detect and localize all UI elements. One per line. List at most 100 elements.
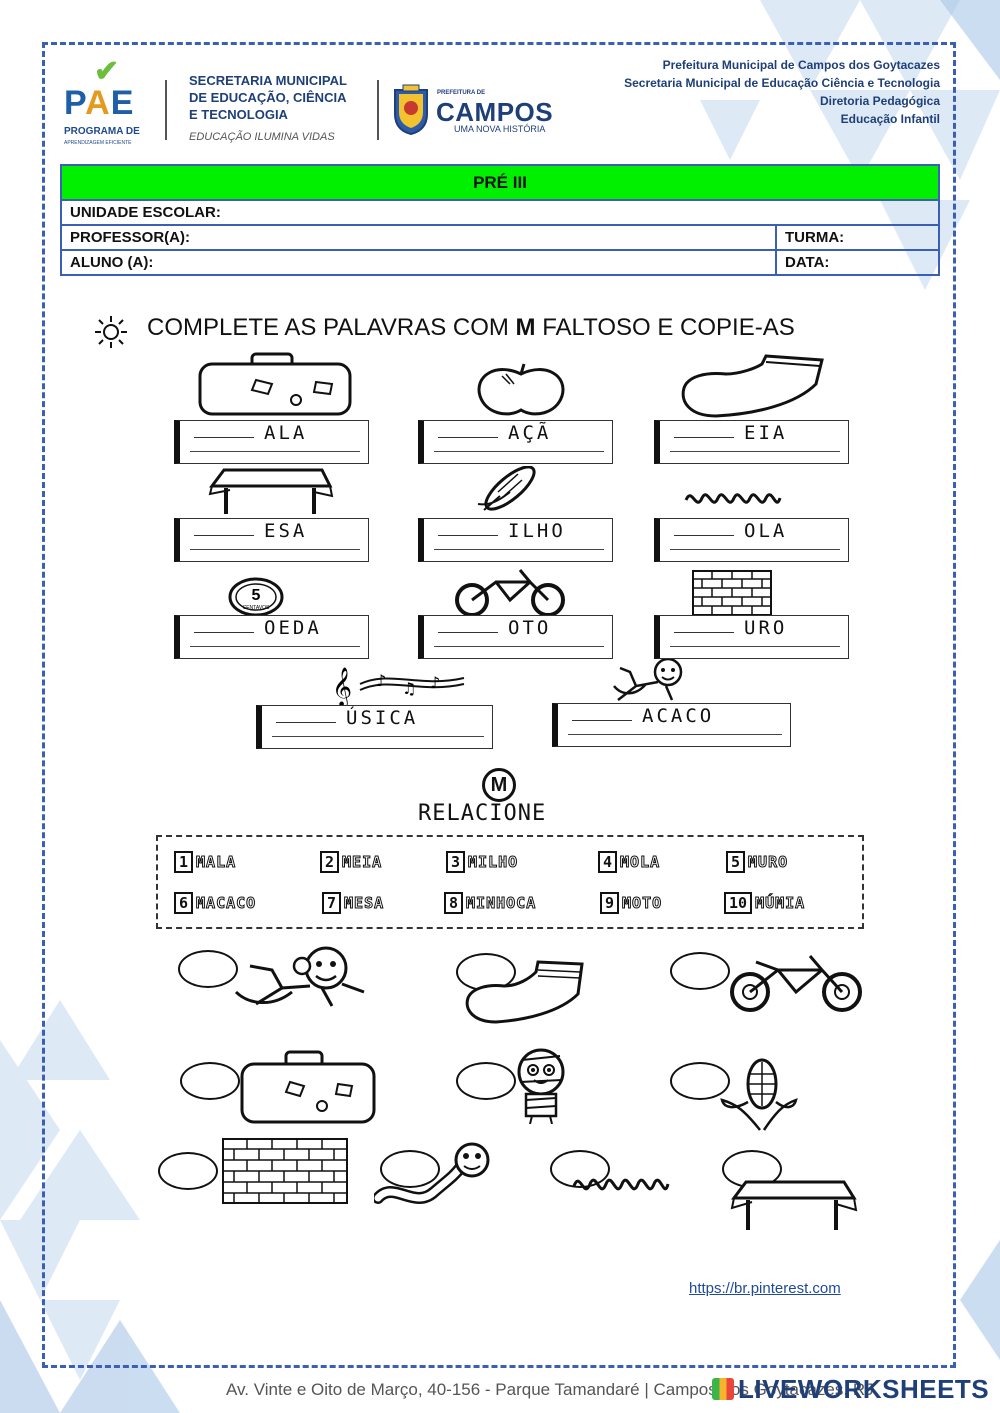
word-box[interactable]: ALA — [174, 420, 369, 464]
apple-icon — [477, 363, 565, 416]
divider — [165, 80, 167, 140]
crest-icon — [394, 84, 428, 136]
watermark-text: LIVEWORKSHEETS — [738, 1374, 990, 1404]
word-suffix: OEDA — [264, 617, 322, 639]
institution-block: Prefeitura Municipal de Campos dos Goyta… — [624, 56, 940, 128]
aluno-field[interactable]: ALUNO (A): — [60, 249, 777, 276]
monkey-icon — [234, 946, 365, 1007]
pae-subtitle: PROGRAMA DE — [64, 126, 140, 137]
word-box[interactable]: ILHO — [418, 518, 613, 562]
word-suffix: URO — [744, 617, 788, 639]
suitcase-icon — [198, 352, 352, 416]
word-suffix: ALA — [264, 422, 308, 444]
answer-oval[interactable] — [670, 1062, 730, 1100]
pae-tagline: APRENDIZAGEM EFICIENTE — [64, 140, 132, 146]
instruction-text: COMPLETE AS PALAVRAS COM M FALTOSO E COP… — [147, 314, 795, 341]
word-box[interactable]: ACACO — [552, 703, 791, 747]
coin-icon: 5 CENTAVOS — [228, 577, 284, 617]
grade-title: PRÉ III — [60, 164, 940, 201]
secretaria-line: DE EDUCAÇÃO, CIÊNCIA — [189, 90, 347, 105]
institution-line: Educação Infantil — [840, 112, 940, 126]
liveworksheets-watermark: LIVEWORKSHEETS — [712, 1374, 989, 1405]
svg-text:𝄞: 𝄞 — [332, 667, 352, 706]
answer-oval[interactable] — [670, 952, 730, 990]
monkey-icon — [613, 657, 683, 701]
turma-field[interactable]: TURMA: — [775, 224, 940, 251]
svg-text:♫: ♫ — [402, 679, 416, 698]
word-suffix: AÇÃ — [508, 422, 552, 444]
campos-logo-text: CAMPOS — [436, 97, 554, 127]
mummy-icon — [517, 1048, 565, 1124]
word-box[interactable]: ESA — [174, 518, 369, 562]
brick-wall-icon — [222, 1138, 348, 1204]
data-field[interactable]: DATA: — [775, 249, 940, 276]
campos-tagline: UMA NOVA HISTÓRIA — [454, 124, 546, 134]
source-link[interactable]: https://br.pinterest.com — [689, 1280, 841, 1297]
secretaria-line: E TECNOLOGIA — [189, 107, 288, 122]
spring-icon — [572, 1178, 670, 1191]
word-suffix: OTO — [508, 617, 552, 639]
motorcycle-icon — [730, 955, 862, 1012]
coin-unit: CENTAVOS — [243, 605, 270, 611]
campos-pre: PREFEITURA DE — [437, 90, 486, 96]
word-box[interactable]: ÚSICA — [256, 705, 493, 749]
word-suffix: ESA — [264, 520, 308, 542]
svg-text:♪: ♪ — [376, 671, 386, 690]
institution-line: Diretoria Pedagógica — [819, 94, 940, 108]
divider — [377, 80, 379, 140]
student-info-table: PRÉ III UNIDADE ESCOLAR: PROFESSOR(A):TU… — [60, 164, 940, 276]
corn-icon — [477, 466, 536, 511]
word-suffix: ACACO — [642, 705, 715, 727]
word-box[interactable]: EIA — [654, 420, 849, 464]
coin-value: 5 — [252, 587, 261, 604]
table-icon — [208, 468, 334, 514]
answer-oval[interactable] — [456, 1062, 516, 1100]
dashed-border — [42, 42, 956, 1368]
spring-icon — [684, 493, 782, 504]
word-suffix: ILHO — [508, 520, 566, 542]
unidade-escolar-field[interactable]: UNIDADE ESCOLAR: — [60, 199, 940, 226]
word-box[interactable]: OEDA — [174, 615, 369, 659]
word-suffix: OLA — [744, 520, 788, 542]
motorcycle-icon — [455, 569, 565, 617]
pae-letter-p: P — [64, 84, 86, 122]
answer-oval[interactable] — [380, 1150, 440, 1188]
m-badge: M — [482, 768, 516, 802]
word-box[interactable]: AÇÃ — [418, 420, 613, 464]
check-icon: ✔ — [94, 55, 120, 88]
secretaria-tagline: EDUCAÇÃO ILUMINA VIDAS — [189, 131, 335, 143]
word-box[interactable]: OLA — [654, 518, 849, 562]
word-box[interactable]: URO — [654, 615, 849, 659]
answer-oval[interactable] — [178, 950, 238, 988]
secretaria-line: SECRETARIA MUNICIPAL — [189, 73, 347, 88]
sock-icon — [681, 354, 824, 418]
pae-letter-e: E — [110, 84, 135, 122]
pae-letter-a: A — [85, 84, 111, 122]
relacione-title: RELACIONE — [418, 801, 547, 826]
answer-oval[interactable] — [158, 1152, 218, 1190]
answer-oval[interactable] — [180, 1062, 240, 1100]
liveworksheets-icon — [712, 1378, 734, 1400]
institution-line: Prefeitura Municipal de Campos dos Goyta… — [662, 58, 940, 72]
sun-icon — [95, 316, 127, 348]
word-box[interactable]: OTO — [418, 615, 613, 659]
svg-text:♪: ♪ — [430, 673, 440, 692]
music-notes-icon: 𝄞 ♪ ♫ ♪ — [332, 667, 465, 706]
pae-logo: ✔ PAE PROGRAMA DE APRENDIZAGEM EFICIENTE — [64, 55, 148, 152]
sock-icon — [465, 960, 584, 1024]
table-icon — [730, 1180, 858, 1230]
secretaria-logo: SECRETARIA MUNICIPAL DE EDUCAÇÃO, CIÊNCI… — [189, 72, 369, 123]
corn-icon — [720, 1058, 798, 1131]
worm-icon — [374, 1142, 490, 1204]
word-suffix: EIA — [744, 422, 788, 444]
professor-field[interactable]: PROFESSOR(A): — [60, 224, 777, 251]
word-suffix: ÚSICA — [346, 707, 419, 729]
